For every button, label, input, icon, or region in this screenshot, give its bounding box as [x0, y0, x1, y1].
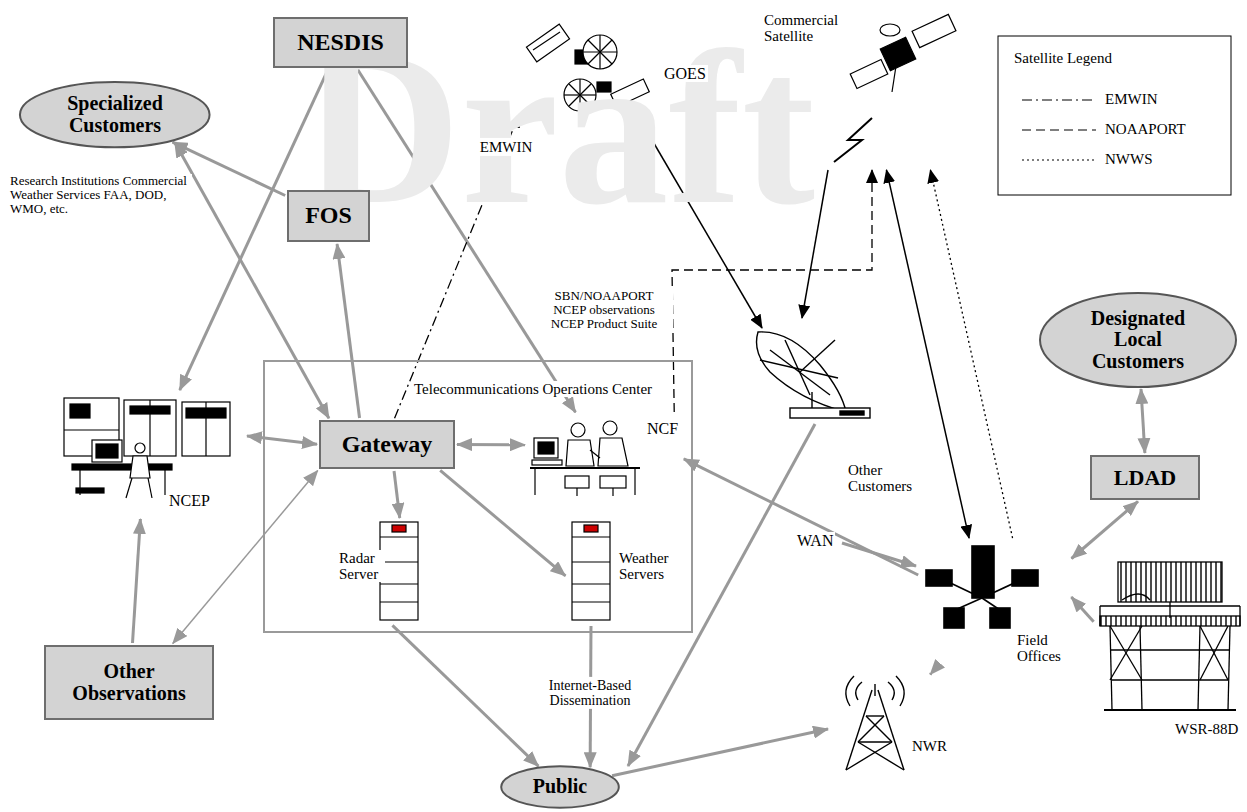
connector: [175, 142, 329, 418]
node-caption: WSR-88D: [1173, 721, 1240, 737]
legend-title: Satellite Legend: [1012, 50, 1114, 66]
node-label: NESDIS: [297, 30, 384, 56]
connector: [684, 459, 918, 575]
node-caption: Commercial Satellite: [762, 12, 851, 44]
legend-sample: [1022, 159, 1096, 160]
server-icon: Weather Servers: [567, 520, 687, 624]
field-office-network: [926, 546, 1038, 628]
office-network-icon: Field Offices: [920, 540, 1070, 672]
agency-box: NESDIS: [273, 17, 408, 68]
connector: [672, 170, 872, 412]
node-caption: Field Offices: [1015, 632, 1074, 664]
connector: [1141, 389, 1145, 453]
connector: [394, 471, 400, 518]
node-caption: NCF: [645, 420, 680, 437]
customer-ellipse: Designated Local Customers: [1038, 290, 1238, 390]
nwr-tower: [846, 676, 904, 770]
connector-label: SBN/NOAAPORT NCEP observations NCEP Prod…: [535, 288, 673, 332]
note-text: Other Customers: [846, 462, 930, 494]
connector: [358, 70, 576, 413]
server-icon: Radar Server: [337, 520, 427, 624]
node-caption: NCEP: [167, 492, 212, 509]
connector: [173, 471, 318, 644]
node-caption: Weather Servers: [617, 550, 689, 582]
dish-links: [628, 128, 916, 766]
legend-sample: [1022, 99, 1096, 100]
radar-icon: WSR-88D: [1095, 555, 1242, 750]
legend-text: NOAAPORT: [1105, 121, 1186, 137]
node-label: LDAD: [1114, 466, 1176, 490]
process-box: FOS: [287, 190, 370, 242]
connector: [337, 244, 359, 418]
connector: [589, 626, 593, 767]
satellite-icon: Commercial Satellite: [760, 8, 960, 168]
center-group: Telecommunications Operations CenterGate…: [263, 360, 693, 633]
customer-ellipse: Specialized Customers: [18, 80, 212, 149]
connector: [180, 70, 328, 390]
connector: [133, 519, 141, 643]
node-label: Other Observations: [57, 661, 202, 704]
connector: [395, 114, 520, 418]
connector: [612, 729, 828, 776]
connector: [392, 625, 538, 766]
wsr-88d-radar: [1100, 562, 1240, 710]
node-caption: Radar Server: [337, 550, 385, 582]
connector: [247, 436, 317, 444]
connector: [930, 170, 1012, 538]
node-label: Designated Local Customers: [1076, 308, 1201, 373]
node-caption: NWR: [910, 738, 949, 754]
connector-label: EMWIN: [477, 138, 536, 156]
connector: [886, 170, 969, 538]
node-label: Gateway: [342, 432, 433, 458]
legend-text: EMWIN: [1105, 91, 1158, 107]
commercial-satellite-icon: [834, 14, 956, 162]
goes-satellite: [526, 24, 649, 111]
node-label: FOS: [305, 203, 352, 229]
note-text: Research Institutions Commercial Weather…: [8, 174, 192, 216]
operations-icon: NCF: [527, 414, 682, 502]
connector: [1072, 501, 1138, 558]
connector-label: Internet-Based Dissemination: [523, 677, 657, 709]
ellipse-outline: [1038, 290, 1238, 390]
node-caption: GOES: [662, 65, 708, 82]
audience-ellipse: Public: [500, 765, 620, 809]
satellite-icon: GOES: [520, 20, 735, 120]
node-label: Public: [533, 776, 587, 798]
process-box: LDAD: [1090, 455, 1200, 500]
legend-sample: [1022, 129, 1096, 130]
satellite-dish: [757, 332, 871, 418]
radar-server-icon: [380, 522, 418, 620]
transmitter-icon: NWR: [830, 676, 950, 776]
node-label: Specialized Customers: [53, 93, 178, 136]
weather-server-icon: [572, 522, 610, 620]
ellipse-outline: [18, 80, 212, 149]
connector: [1071, 597, 1093, 622]
legend-text: NWWS: [1105, 151, 1153, 167]
ncep-computers: [64, 398, 230, 498]
ellipse-outline: [500, 765, 620, 809]
satellite-legend: [998, 36, 1231, 195]
ncf-operators: [530, 421, 640, 496]
connector: [457, 443, 525, 446]
connector: [929, 673, 933, 674]
connector: [440, 470, 565, 576]
computer-center-icon: NCEP: [55, 392, 245, 517]
watermark: Draft: [300, 10, 817, 248]
gateway-box: Gateway: [319, 420, 455, 469]
network-label: WAN: [795, 532, 835, 549]
source-box: Other Observations: [44, 645, 214, 720]
node-caption: Telecommunications Operations Center: [412, 381, 654, 397]
